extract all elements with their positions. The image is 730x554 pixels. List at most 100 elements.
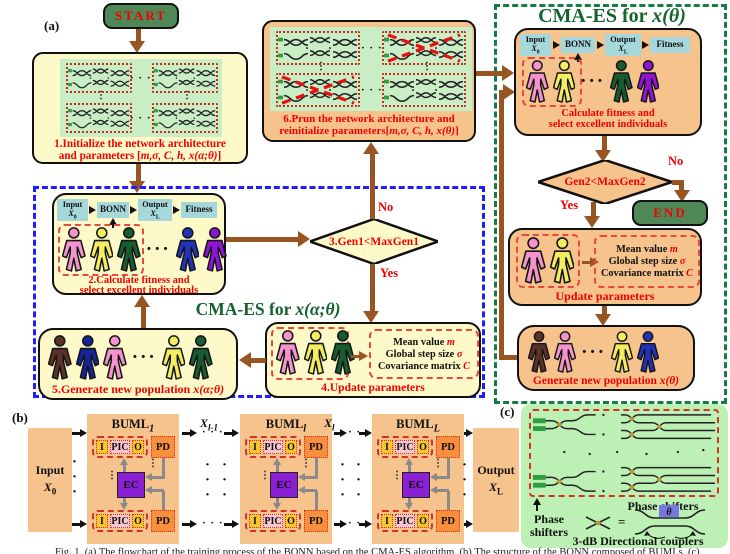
label: I [100,515,104,527]
mini-arrow-right-icon [340,520,347,528]
chip-pd: PD [151,510,175,532]
text: Global step size [385,348,457,360]
connector [276,498,279,504]
grey-arrow-left-icon [430,486,437,494]
chip-bonn-label: BONN [99,204,126,215]
mini-arrow-right-icon [365,429,372,437]
text: BUML [111,417,150,431]
buml-title: BUMLl [240,417,332,435]
text: Global step size [608,256,680,267]
mesh-tile [152,103,218,133]
population-row: ··· [526,60,660,104]
chip-o: O [132,440,144,454]
vertical-dots [96,94,106,98]
vertical-dots [148,462,158,466]
chip-input-word: Input [62,200,83,210]
channel-dots [72,455,77,500]
sub: l [303,423,307,435]
mzi-mesh [529,409,719,497]
mini-arrow [351,355,359,358]
mini-arrow-right-icon [190,429,197,437]
person-icon [526,60,549,104]
mini-arrow-right-icon [597,41,604,49]
diamond-shape [310,219,438,264]
start-node: START [103,3,179,29]
mini-arrow-right-icon [466,520,473,528]
link-line [359,432,365,435]
var: X [68,209,74,218]
math-sigma: σ [456,348,463,360]
label: PIC [396,441,414,453]
box4-update-parameters: Mean value m Global step size σ Covarian… [265,322,481,398]
arrowhead-up-icon [134,295,150,307]
channel-dots [222,458,227,503]
label: I [385,515,389,527]
selected-individuals-outline [516,234,580,288]
chip-output: Output XL [605,34,641,56]
math-text: x(α;θ) [193,382,225,396]
mini-arrow-right-icon [466,429,473,437]
box6-caption-line2: reinitialize parameters[m,σ, C, h, x(θ)] [264,125,474,138]
text: CMA-ES for [195,299,296,319]
var: X [531,44,537,53]
panel-c: Phase shifters Phase shifters = θ 3-dB D… [521,404,728,548]
diamond-shape [538,160,672,204]
chip-i: I [249,514,261,528]
vertical-dots [301,462,311,466]
param-mean: Mean value m [596,244,698,255]
label: PD [441,515,455,527]
grey-arrow-down-icon [273,503,281,510]
phase-shifters-left-label2: shifters [530,525,568,539]
chip-o: O [285,514,297,528]
box1-caption-line1: 1.Initialize the network architecture [54,138,226,150]
label: O [287,515,295,527]
arrow-update-generate [602,306,607,315]
person-icon [521,237,546,285]
arrowhead-left-icon [239,352,251,368]
chip-pd: PD [304,510,328,532]
parameters-list: Mean value m Global step size σ Covarian… [594,235,700,288]
math-m: m [446,336,455,348]
population-row: ··· [528,331,660,374]
person-icon [189,335,213,381]
channel-dots [340,458,345,503]
ellipsis-dots [361,84,383,96]
sub: L [497,486,504,497]
math-text: x(θ) [659,375,680,387]
chip-pd: PD [151,436,175,458]
vertical-dots [316,65,326,69]
grey-arrow-left-icon [298,473,305,481]
box2-caption-line2: select excellent individuals [79,285,199,296]
mini-arrow [582,261,590,264]
buml-title: BUMLL [372,417,464,435]
equals-sign: = [618,514,626,529]
chip-o: O [132,514,144,528]
var: X [43,480,52,495]
math-text: x(θ) [652,5,686,27]
generate-population-box: ··· Generate new population x(θ) [517,325,695,391]
pic-unit: I PIC O [92,510,148,532]
chip-i: I [381,514,393,528]
vertical-dots [107,474,117,478]
theta-label: θ [666,507,672,518]
box2-caption-line1: 2.Calculate fitness and [88,275,190,286]
person-icon [62,227,86,273]
mini-arrow-right-icon [173,206,180,214]
chip-bonn: BONN [561,37,595,53]
connector [162,458,165,479]
mini-arrow-right-icon [340,429,347,437]
math-m: m [669,244,678,255]
label: PIC [111,515,129,527]
arrowhead-up-icon [363,142,379,154]
label: I [253,515,257,527]
label: O [134,515,142,527]
person-icon [637,331,660,374]
x-link-label-2: Xl [324,416,335,432]
person-icon [117,227,141,273]
sub: L [155,214,160,221]
connector [408,464,411,472]
text: BUML [396,417,434,431]
param-cov: Covariance matrix C [371,361,477,372]
connector [447,491,450,510]
